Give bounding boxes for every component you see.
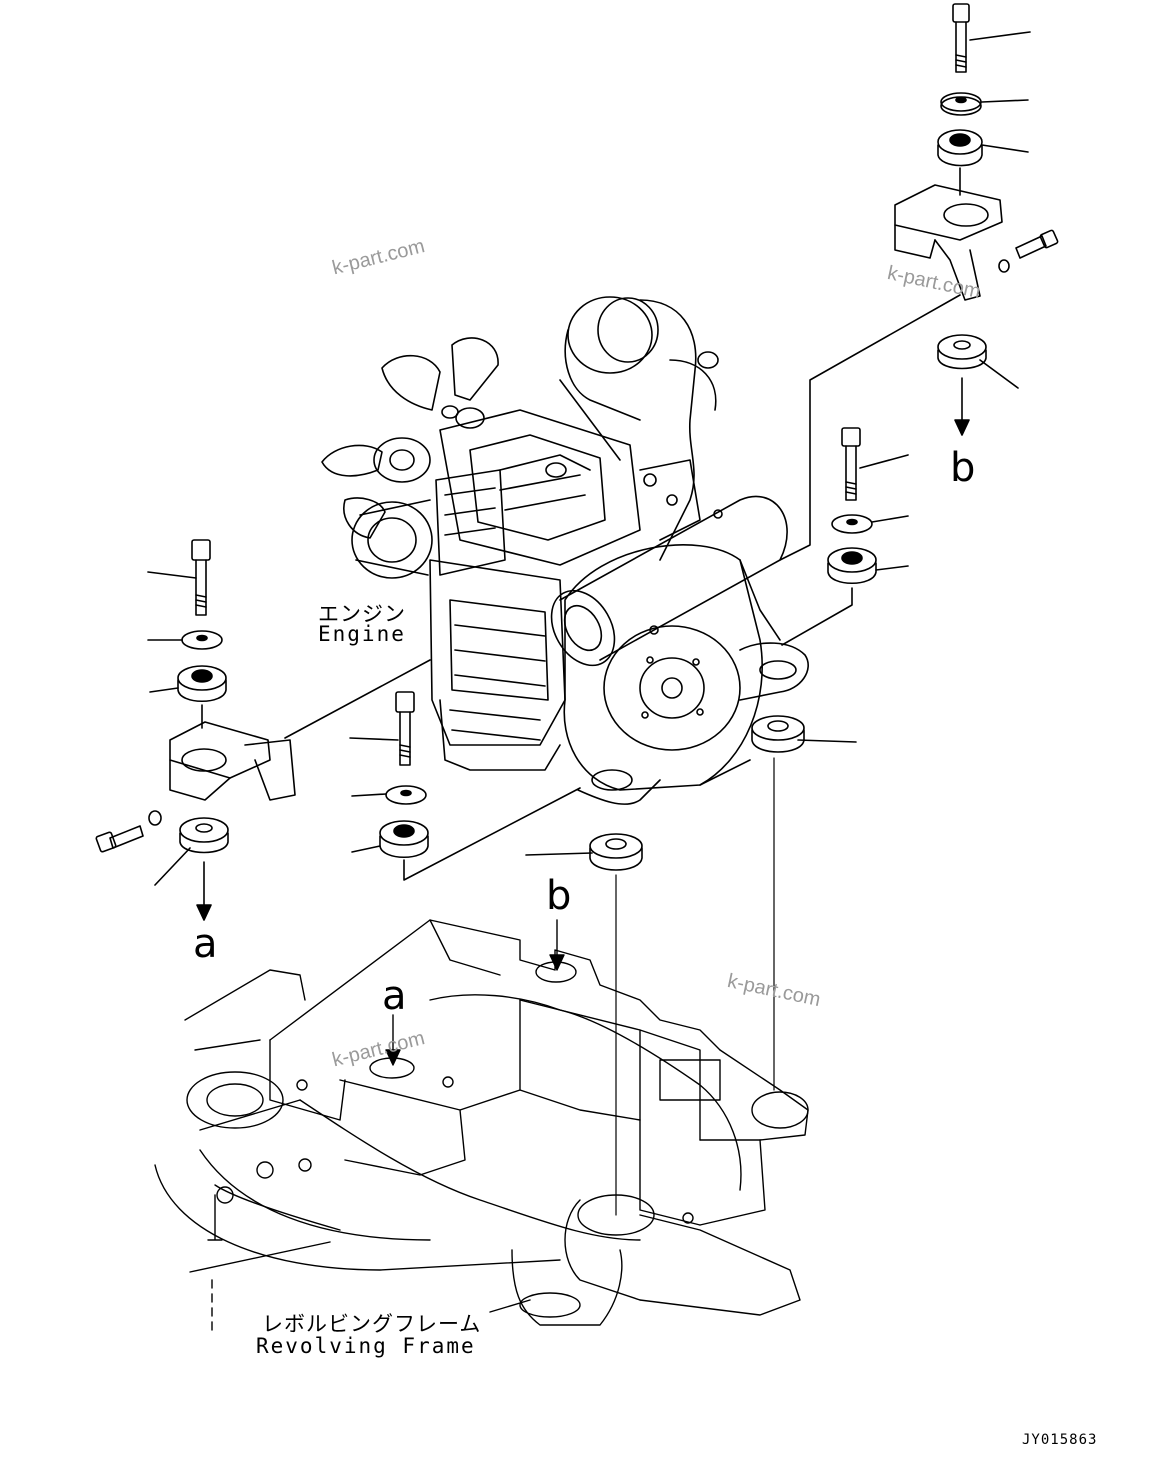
center-bottom-cushion — [525, 833, 643, 1216]
drawing-code: JY015863 — [1022, 1432, 1098, 1448]
center-mount — [349, 691, 581, 881]
top-right-mount — [894, 3, 1059, 436]
ref-a-frame: a — [382, 973, 407, 1019]
engine-label-jp: エンジン — [318, 602, 406, 626]
revolving-frame — [154, 919, 809, 1331]
ref-a-left: a — [193, 921, 218, 967]
engine-label-en: Engine — [318, 622, 406, 646]
ref-b-frame: b — [546, 873, 572, 919]
engine-drawing — [321, 296, 809, 805]
frame-label-jp: レボルビングフレーム — [262, 1312, 482, 1336]
right-middle-mount — [751, 294, 961, 1091]
frame-label-en: Revolving Frame — [256, 1334, 476, 1358]
left-mount — [95, 539, 431, 921]
ref-b-right: b — [950, 445, 976, 491]
